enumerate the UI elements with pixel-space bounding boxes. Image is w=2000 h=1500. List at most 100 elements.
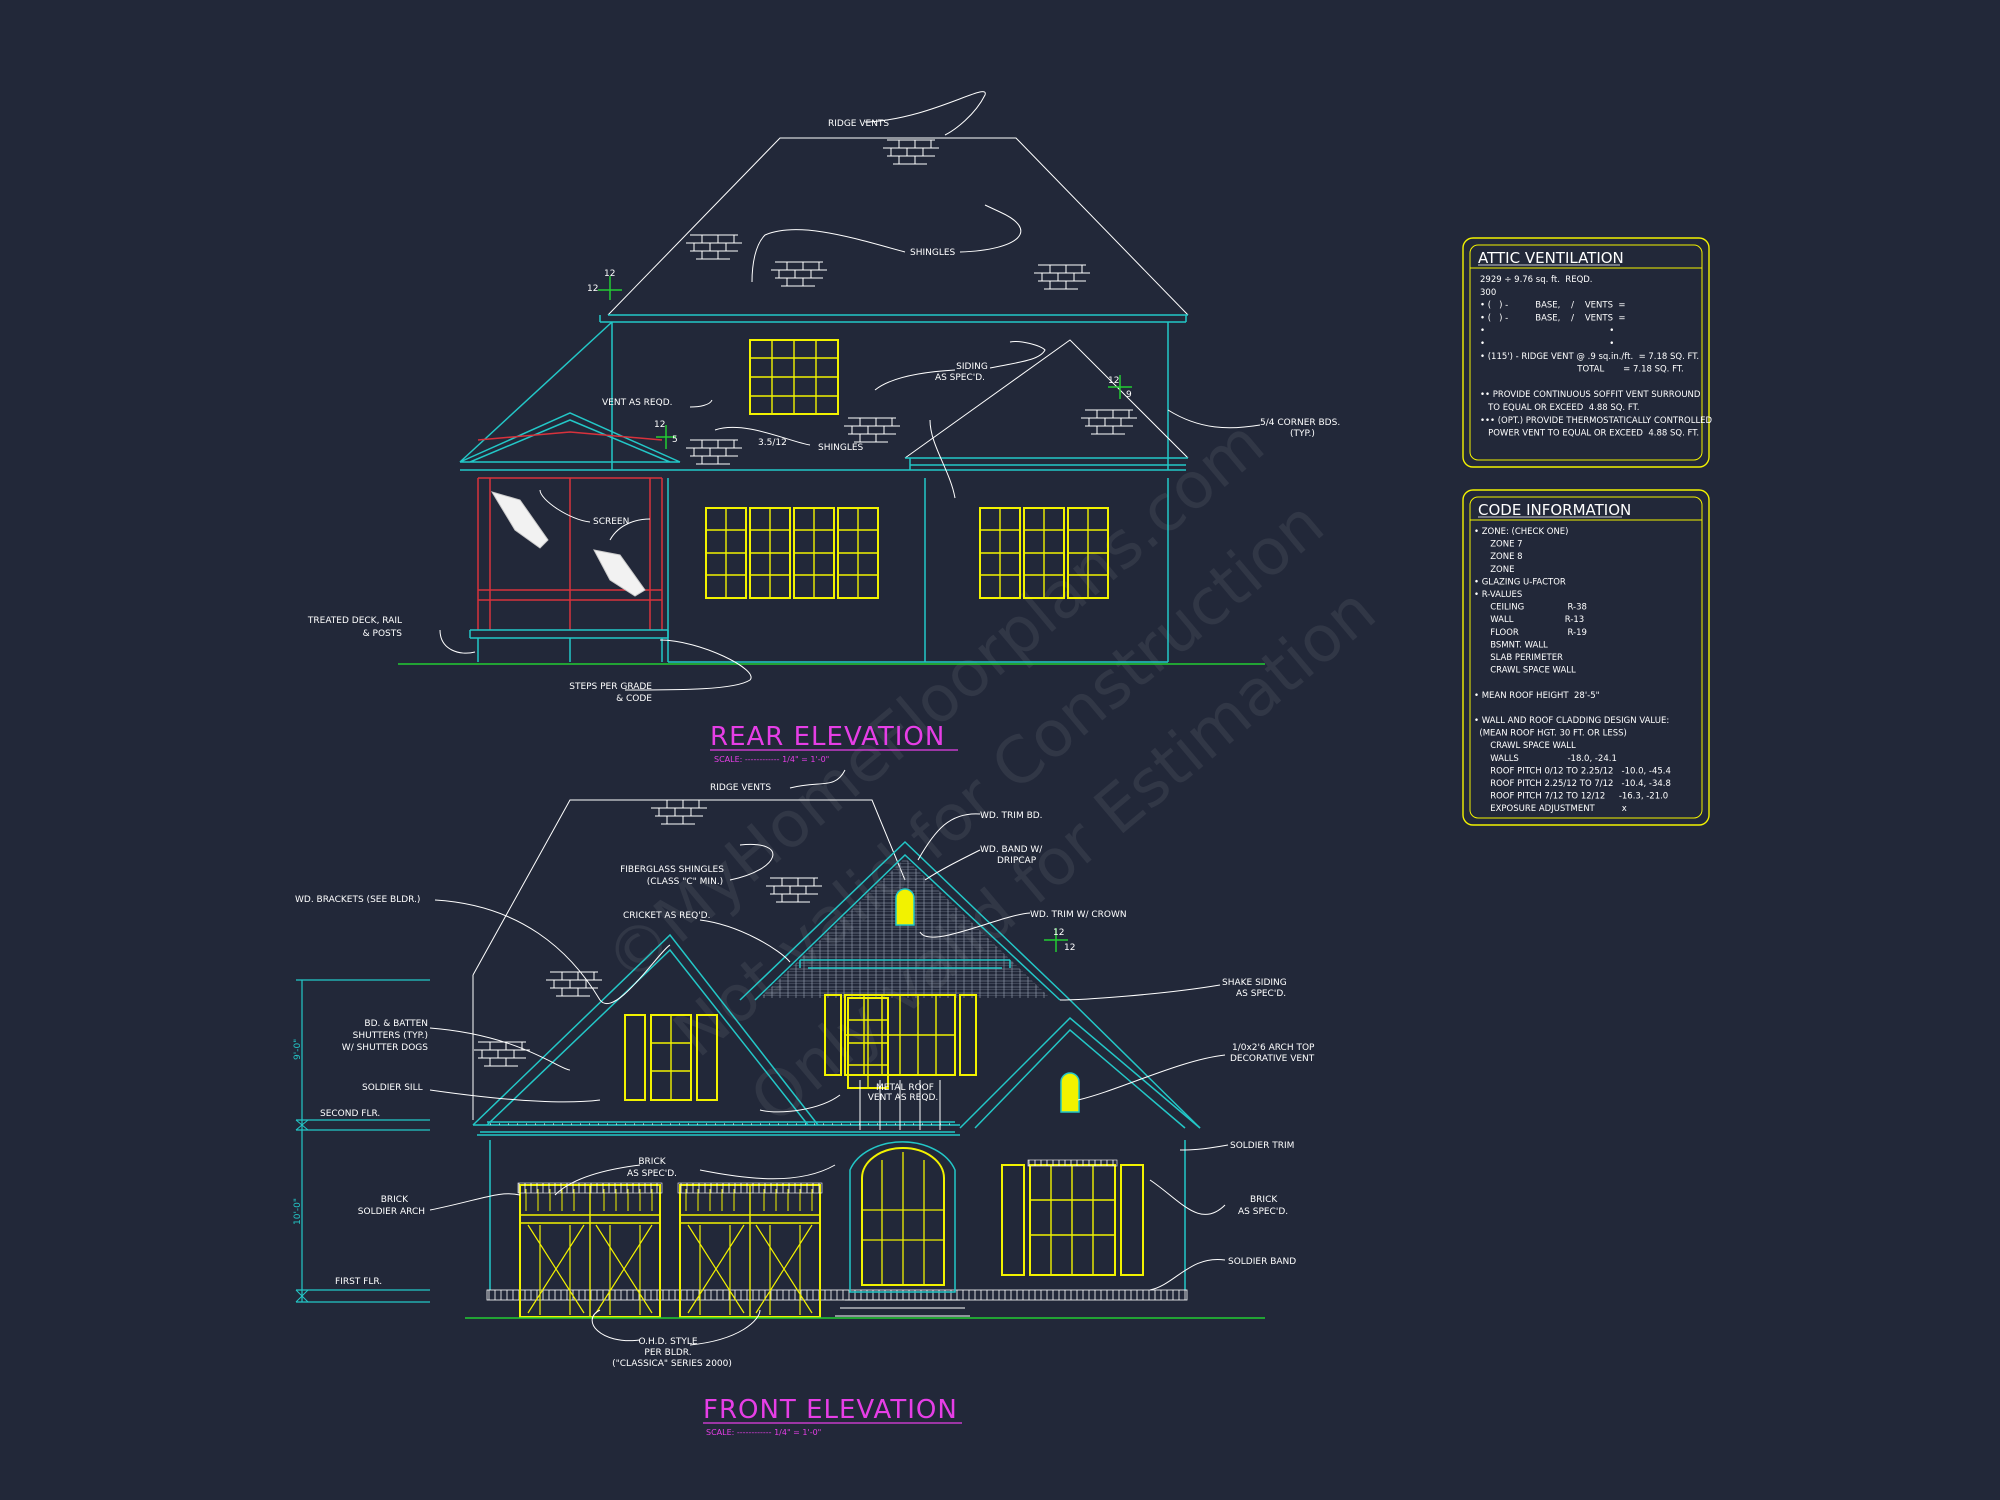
attic-ventilation-line: TOTAL = 7.18 SQ. FT. xyxy=(1480,365,1684,375)
front-label-brick-right-2: AS SPEC'D. xyxy=(1238,1207,1288,1217)
code-information-line: • GLAZING U-FACTOR xyxy=(1474,577,1566,587)
front-pitch-a: 12 xyxy=(1053,928,1064,938)
attic-ventilation-line: POWER VENT TO EQUAL OR EXCEED 4.88 SQ. F… xyxy=(1480,429,1699,439)
rear-pitch-12b: 12 xyxy=(587,284,598,294)
rear-elevation-title: REAR ELEVATION xyxy=(710,722,945,752)
rear-pitch-12d: 12 xyxy=(654,420,665,430)
front-label-shake-2: AS SPEC'D. xyxy=(1236,989,1286,999)
front-label-ohd-3: ("CLASSICA" SERIES 2000) xyxy=(612,1359,732,1369)
rear-label-corner-bds-1: 5/4 CORNER BDS. xyxy=(1260,418,1340,428)
code-information-line: EXPOSURE ADJUSTMENT x xyxy=(1474,804,1627,814)
code-information-line: • R-VALUES xyxy=(1474,590,1522,600)
front-label-fiberglass-1: FIBERGLASS SHINGLES xyxy=(620,865,724,875)
attic-ventilation-line: • • xyxy=(1480,326,1614,336)
front-elevation-scale: SCALE: ------------ 1/4" = 1'-0" xyxy=(706,1428,821,1437)
attic-ventilation-line: 300 xyxy=(1480,288,1496,298)
rear-label-corner-bds-2: (TYP.) xyxy=(1290,429,1315,439)
code-information-line: SLAB PERIMETER xyxy=(1474,653,1563,663)
rear-label-siding-2: AS SPEC'D. xyxy=(935,373,985,383)
attic-ventilation-line: ••• (OPT.) PROVIDE THERMOSTATICALLY CONT… xyxy=(1480,416,1713,426)
front-label-wd-trim-bd: WD. TRIM BD. xyxy=(980,811,1043,821)
front-left-upper-window xyxy=(624,1014,718,1101)
rear-label-deck-1: TREATED DECK, RAIL xyxy=(307,616,402,626)
attic-ventilation-box: ATTIC VENTILATION 2929 ÷ 9.76 sq. ft. RE… xyxy=(1462,237,1713,468)
attic-ventilation-lines: 2929 ÷ 9.76 sq. ft. REQD. 300 • ( ) - BASE… xyxy=(1480,275,1713,439)
front-label-first-flr: FIRST FLR. xyxy=(335,1277,382,1287)
attic-ventilation-line: • ( ) - BASE, / VENTS = xyxy=(1480,313,1626,323)
front-arch-top-vent xyxy=(1060,1072,1080,1113)
front-label-wd-trim-crown: WD. TRIM W/ CROWN xyxy=(1030,910,1127,920)
rear-label-shingles-lower: SHINGLES xyxy=(818,443,864,453)
rear-pitch-9: 9 xyxy=(1126,390,1132,400)
attic-ventilation-line: • • xyxy=(1480,339,1614,349)
front-label-brick-spec-1: BRICK xyxy=(638,1157,666,1167)
front-label-metal-roof-1: METAL ROOF xyxy=(876,1083,934,1093)
code-information-line: • MEAN ROOF HEIGHT 28'-5" xyxy=(1474,691,1600,701)
code-information-line: ROOF PITCH 2.25/12 TO 7/12 -10.4, -34.8 xyxy=(1474,779,1671,789)
code-information-line: (MEAN ROOF HGT. 30 FT. OR LESS) xyxy=(1474,729,1627,739)
front-label-wd-band-2: DRIPCAP xyxy=(997,856,1037,866)
code-information-line: ZONE 8 xyxy=(1474,552,1523,562)
rear-elevation-scale: SCALE: ------------ 1/4" = 1'-0" xyxy=(714,755,829,764)
front-label-shake-1: SHAKE SIDING xyxy=(1222,978,1287,988)
code-information-line: ZONE xyxy=(1474,565,1514,575)
screened-porch xyxy=(469,431,669,662)
code-information-box: CODE INFORMATION • ZONE: (CHECK ONE) ZON… xyxy=(1462,489,1710,826)
front-label-bd-batten-1: BD. & BATTEN xyxy=(364,1019,428,1029)
attic-ventilation-line: • (115') - RIDGE VENT @ .9 sq.in./ft. = … xyxy=(1480,352,1699,362)
attic-ventilation-line: TO EQUAL OR EXCEED 4.88 SQ. FT. xyxy=(1480,403,1639,413)
code-information-line: CRAWL SPACE WALL xyxy=(1474,741,1576,751)
front-right-window xyxy=(1001,1159,1144,1276)
front-label-arch-vent-2: DECORATIVE VENT xyxy=(1230,1054,1315,1064)
attic-ventilation-line: • ( ) - BASE, / VENTS = xyxy=(1480,301,1626,311)
attic-ventilation-line: •• PROVIDE CONTINUOUS SOFFIT VENT SURROU… xyxy=(1480,390,1701,400)
front-upper-arch-window xyxy=(895,888,915,926)
rear-label-steps-1: STEPS PER GRADE xyxy=(569,682,652,692)
front-elevation-title: FRONT ELEVATION xyxy=(703,1395,958,1425)
front-label-bd-batten-2: SHUTTERS (TYP.) xyxy=(353,1031,428,1041)
code-information-line: CRAWL SPACE WALL xyxy=(1474,666,1576,676)
front-garage-door-right xyxy=(679,1184,821,1318)
rear-pitch-12a: 12 xyxy=(604,269,615,279)
front-label-cricket: CRICKET AS REQ'D. xyxy=(623,911,710,921)
front-label-brick-arch-2: SOLDIER ARCH xyxy=(358,1207,425,1217)
rear-main-roof xyxy=(607,137,1189,316)
front-label-wd-band-1: WD. BAND W/ xyxy=(980,845,1043,855)
front-entry-door xyxy=(835,1141,970,1317)
code-information-title: CODE INFORMATION xyxy=(1478,501,1631,519)
rear-label-screen: SCREEN xyxy=(593,517,629,527)
code-information-line: ROOF PITCH 0/12 TO 2.25/12 -10.0, -45.4 xyxy=(1474,766,1671,776)
front-label-second-flr: SECOND FLR. xyxy=(320,1109,380,1119)
rear-elevation: RIDGE VENTS SHINGLES SIDING AS SPEC'D. V… xyxy=(307,91,1340,764)
front-label-brick-spec-2: AS SPEC'D. xyxy=(627,1169,677,1179)
rear-label-ridge-vents: RIDGE VENTS xyxy=(828,119,889,129)
front-label-metal-roof-2: VENT AS REQD. xyxy=(868,1093,938,1103)
attic-ventilation-title: ATTIC VENTILATION xyxy=(1478,249,1624,267)
front-label-soldier-trim: SOLDIER TRIM xyxy=(1230,1141,1294,1151)
front-label-soldier-sill: SOLDIER SILL xyxy=(362,1083,423,1093)
code-information-line: CEILING R-38 xyxy=(1474,603,1587,613)
front-label-fiberglass-2: (CLASS "C" MIN.) xyxy=(647,877,723,887)
rear-pitch-5: 5 xyxy=(672,435,678,445)
code-information-line: ROOF PITCH 7/12 TO 12/12 -16.3, -21.0 xyxy=(1474,792,1668,802)
code-information-line: WALL R-13 xyxy=(1474,615,1584,625)
dim-lower: 10'-0" xyxy=(293,1198,303,1225)
front-label-bd-batten-3: W/ SHUTTER DOGS xyxy=(342,1043,428,1053)
rear-label-steps-2: & CODE xyxy=(616,694,652,704)
front-pitch-b: 12 xyxy=(1064,943,1075,953)
front-center-bay xyxy=(799,959,1011,1130)
front-label-wd-brackets: WD. BRACKETS (SEE BLDR.) xyxy=(295,895,420,905)
front-main-roof xyxy=(472,799,906,976)
rear-pitch-3-5: 3.5/12 xyxy=(758,438,787,448)
front-elevation: 9'-0" 10'-0" RIDGE VENTS WD. TRIM BD. WD… xyxy=(293,769,1315,1437)
attic-ventilation-line: 2929 ÷ 9.76 sq. ft. REQD. xyxy=(1480,275,1593,285)
front-label-brick-right-1: BRICK xyxy=(1250,1195,1278,1205)
code-information-line: FLOOR R-19 xyxy=(1474,628,1587,638)
front-dimension-line xyxy=(295,979,430,1303)
front-label-arch-vent-1: 1/0x2'6 ARCH TOP xyxy=(1232,1043,1315,1053)
rear-label-siding-1: SIDING xyxy=(956,362,988,372)
rear-pitch-12c: 12 xyxy=(1108,376,1119,386)
code-information-line: • WALL AND ROOF CLADDING DESIGN VALUE: xyxy=(1474,716,1669,726)
rear-window-upper xyxy=(749,339,839,415)
